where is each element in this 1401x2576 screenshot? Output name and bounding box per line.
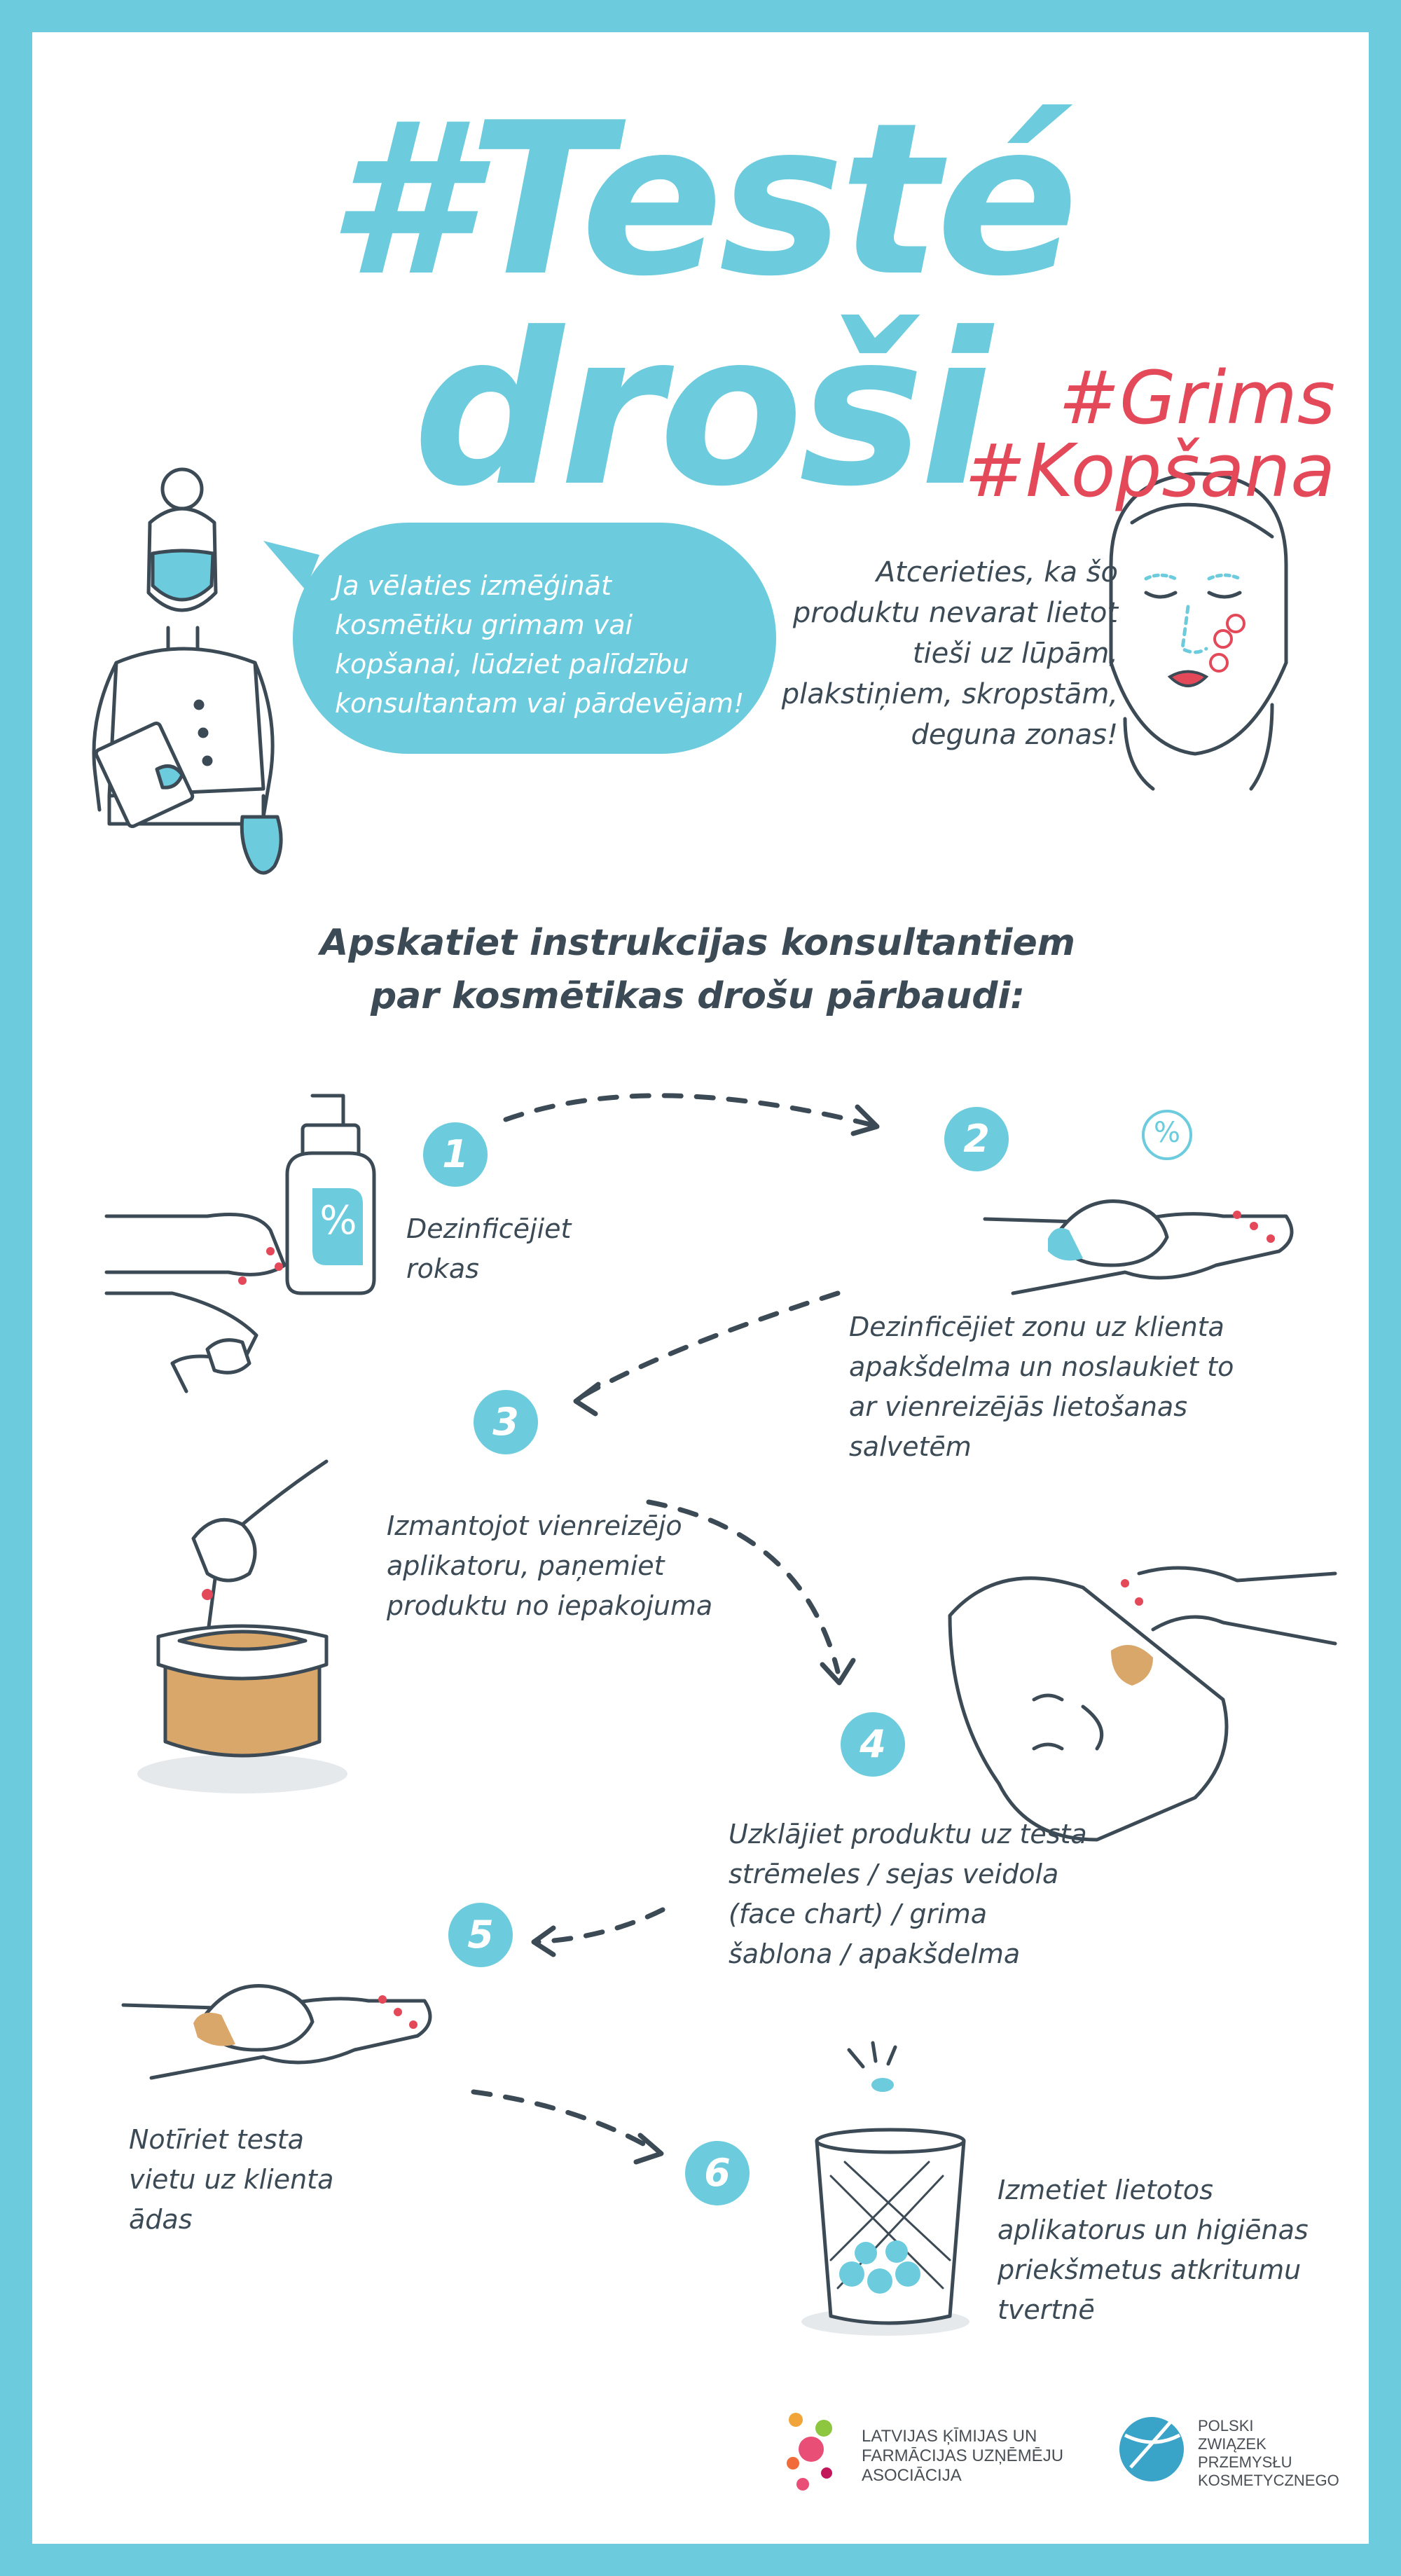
step4-illustration — [948, 1566, 1337, 1842]
polish-association-logo — [1119, 2417, 1184, 2481]
step-line: priekšmetus atkritumu — [998, 2254, 1302, 2285]
step-line: Izmetiet lietotos — [998, 2175, 1213, 2205]
step-5-text: Notīriet testa vietu uz klienta ādas — [129, 2120, 423, 2240]
step2-illustration — [983, 1110, 1294, 1295]
warning-line: produktu nevarat lietot — [792, 597, 1118, 629]
advice-line: konsultantam vai pārdevējam! — [335, 688, 745, 719]
illustrations — [92, 467, 1337, 2491]
logo-line: LATVIJAS ĶĪMIJAS UN — [862, 2427, 1037, 2446]
step-line: Notīriet testa — [129, 2124, 304, 2155]
heading-line: par kosmētikas drošu pārbaudi: — [370, 975, 1026, 1017]
bottle-percent-label: % — [319, 1198, 357, 1244]
warning-line: tieši uz lūpām, — [912, 638, 1118, 670]
speech-bubble — [293, 523, 776, 754]
step-3-text: Izmantojot vienreizējo aplikatoru, paņem… — [387, 1506, 751, 1626]
logo-line: KOSMETYCZNEGO — [1198, 2472, 1339, 2489]
logo-line: POLSKI — [1198, 2417, 1254, 2434]
logo-line: ZWIĄZEK — [1198, 2435, 1267, 2453]
step-line: (face chart) / grima — [729, 1899, 988, 1929]
logo-line: ASOCIĀCIJA — [862, 2466, 962, 2485]
step-line: vietu uz klienta — [129, 2164, 334, 2195]
poster-title: #Testé droši — [326, 78, 1079, 532]
advice-line: Ja vēlaties izmēģināt — [335, 570, 612, 601]
step-line: ādas — [129, 2204, 193, 2235]
step-6-text: Izmetiet lietotos aplikatorus un higiēna… — [998, 2170, 1348, 2330]
step-4-text: Uzklājiet produktu uz testa strēmeles / … — [729, 1814, 1149, 1974]
step1-illustration — [104, 1094, 376, 1393]
face-warning-illustration — [1109, 471, 1288, 791]
poster-subtitle: #Grims #Kopšana — [965, 355, 1335, 514]
polish-association-name: POLSKI ZWIĄZEK PRZEMYSŁU KOSMETYCZNEGO — [1198, 2417, 1352, 2490]
logo-line: PRZEMYSŁU — [1198, 2453, 1292, 2471]
step-line: produktu no iepakojuma — [387, 1590, 713, 1621]
warning-line: plakstiņiem, skropstām, — [781, 678, 1118, 710]
face-warning-text: Atcerieties, ka šo produktu nevarat liet… — [754, 552, 1118, 755]
step5-illustration — [121, 1984, 432, 2080]
step-line: tvertnē — [998, 2294, 1095, 2325]
step-line: Dezinficējiet zonu uz klienta — [849, 1311, 1224, 1342]
step-line: Uzklājiet produktu uz testa — [729, 1819, 1087, 1850]
step-line: šablona / apakšdelma — [729, 1938, 1021, 1969]
warning-line: deguna zonas! — [911, 719, 1118, 751]
step-line: apakšdelma un noslaukiet to — [849, 1351, 1234, 1382]
step-line: salvetēm — [849, 1431, 972, 1462]
latvian-association-name: LATVIJAS ĶĪMIJAS UN FARMĀCIJAS UZŅĒMĒJU … — [862, 2427, 1114, 2486]
warning-line: Atcerieties, ka šo — [876, 556, 1118, 588]
arrow-heads — [531, 1104, 880, 2165]
step-4-badge: 4 — [841, 1712, 905, 1777]
latvian-association-logo — [787, 2413, 832, 2491]
step-line: aplikatorus un higiēnas — [998, 2215, 1309, 2245]
wipe-percent-label: % — [1153, 1117, 1180, 1149]
speech-bubble-tail — [263, 541, 319, 590]
step-line: ar vienreizējās lietošanas — [849, 1391, 1187, 1422]
step-line: strēmeles / sejas veidola — [729, 1859, 1059, 1889]
step-2-badge: 2 — [944, 1107, 1009, 1171]
step-1-text: Dezinficējiet rokas — [406, 1209, 637, 1289]
consultant-illustration — [92, 467, 283, 875]
step-6-badge: 6 — [685, 2141, 750, 2205]
heading-line: Apskatiet instrukcijas konsultantiem — [320, 922, 1075, 964]
flow-arrows — [471, 1093, 876, 2154]
advice-line: kopšanai, lūdziet palīdzību — [335, 649, 689, 680]
advice-line: kosmētiku grimam vai — [335, 609, 633, 640]
step-line: Dezinficējiet — [406, 1213, 572, 1244]
poster: #Testé droši #Grims #Kopšana Ja vēlaties… — [32, 32, 1369, 2544]
step3-illustration — [137, 1459, 347, 1793]
step-5-badge: 5 — [448, 1903, 513, 1967]
instructions-heading: Apskatiet instrukcijas konsultantiem par… — [242, 916, 1153, 1023]
step-line: aplikatoru, paņemiet — [387, 1550, 665, 1581]
step-2-text: Dezinficējiet zonu uz klienta apakšdelma… — [849, 1307, 1283, 1467]
step-3-badge: 3 — [474, 1390, 538, 1454]
consultant-advice-text: Ja vēlaties izmēģināt kosmētiku grimam v… — [335, 566, 783, 723]
logo-line: FARMĀCIJAS UZŅĒMĒJU — [862, 2446, 1064, 2465]
step-1-badge: 1 — [423, 1122, 488, 1187]
step-line: Izmantojot vienreizējo — [387, 1510, 682, 1541]
step6-illustration — [801, 2041, 969, 2336]
step-line: rokas — [406, 1253, 479, 1284]
